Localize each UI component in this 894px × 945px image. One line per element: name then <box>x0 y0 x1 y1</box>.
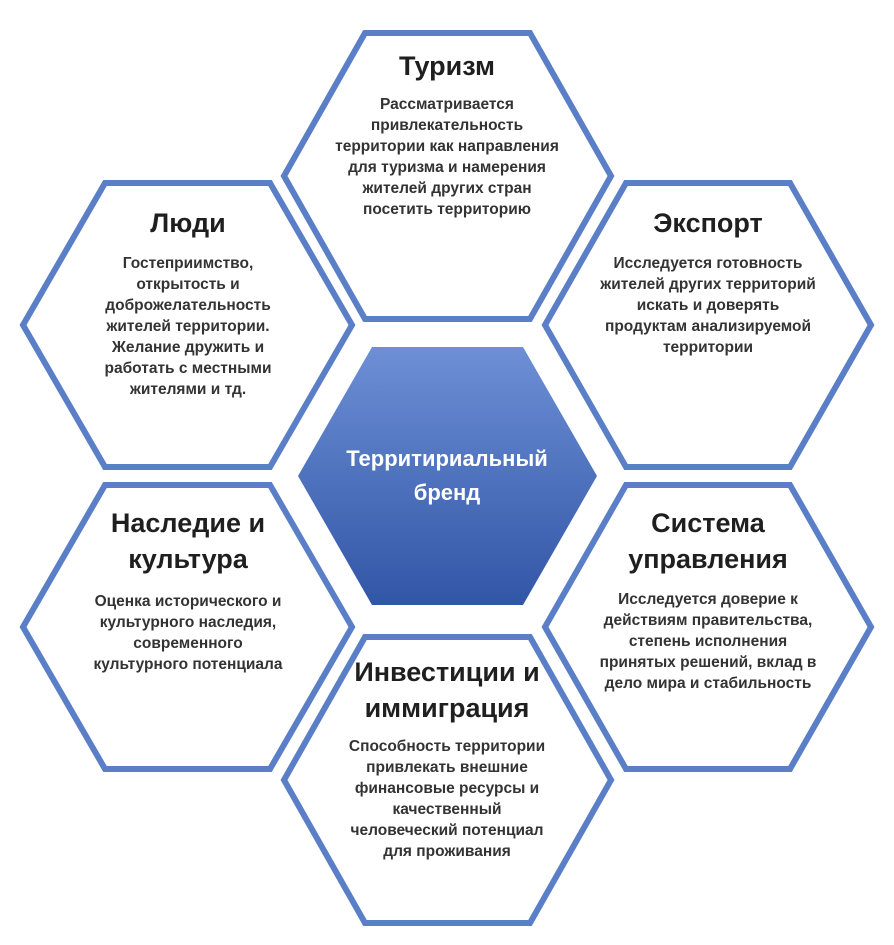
node-export-description: Исследуется готовность жителей других те… <box>600 255 816 356</box>
center-node: Территириальный бренд <box>318 442 576 510</box>
hex-people <box>19 180 356 470</box>
node-investment: Инвестиции и иммиграция Способность терр… <box>338 654 556 862</box>
center-label: Территириальный бренд <box>346 446 548 505</box>
node-export: Экспорт Исследуется готовность жителей д… <box>600 205 816 358</box>
hex-export <box>541 180 875 470</box>
node-tourism-title: Туризм <box>399 51 495 81</box>
node-tourism-description: Рассматривается привлекательность террит… <box>335 96 559 218</box>
hex-center <box>298 347 597 605</box>
node-heritage: Наследие и культура Оценка исторического… <box>90 505 286 675</box>
hex-heritage <box>19 482 356 772</box>
node-governance-title: Система управления <box>628 508 788 574</box>
node-export-title: Экспорт <box>653 208 763 238</box>
node-governance-description: Исследуется доверие к действиям правител… <box>599 591 817 692</box>
node-tourism: Туризм Рассматривается привлекательность… <box>330 48 564 220</box>
node-people-description: Гостеприимство, открытость и доброжелате… <box>104 255 272 398</box>
hex-governance <box>541 482 875 772</box>
node-heritage-title: Наследие и культура <box>110 508 266 574</box>
node-governance: Система управления Исследуется доверие к… <box>598 505 818 694</box>
node-investment-title: Инвестиции и иммиграция <box>354 657 540 723</box>
node-investment-description: Способность территории привлекать внешни… <box>348 738 546 860</box>
hex-tourism <box>280 30 615 322</box>
node-heritage-description: Оценка исторического и культурного насле… <box>93 593 283 673</box>
hex-investment <box>280 634 615 926</box>
node-people-title: Люди <box>150 208 226 238</box>
node-people: Люди Гостеприимство, открытость и доброж… <box>78 205 298 400</box>
